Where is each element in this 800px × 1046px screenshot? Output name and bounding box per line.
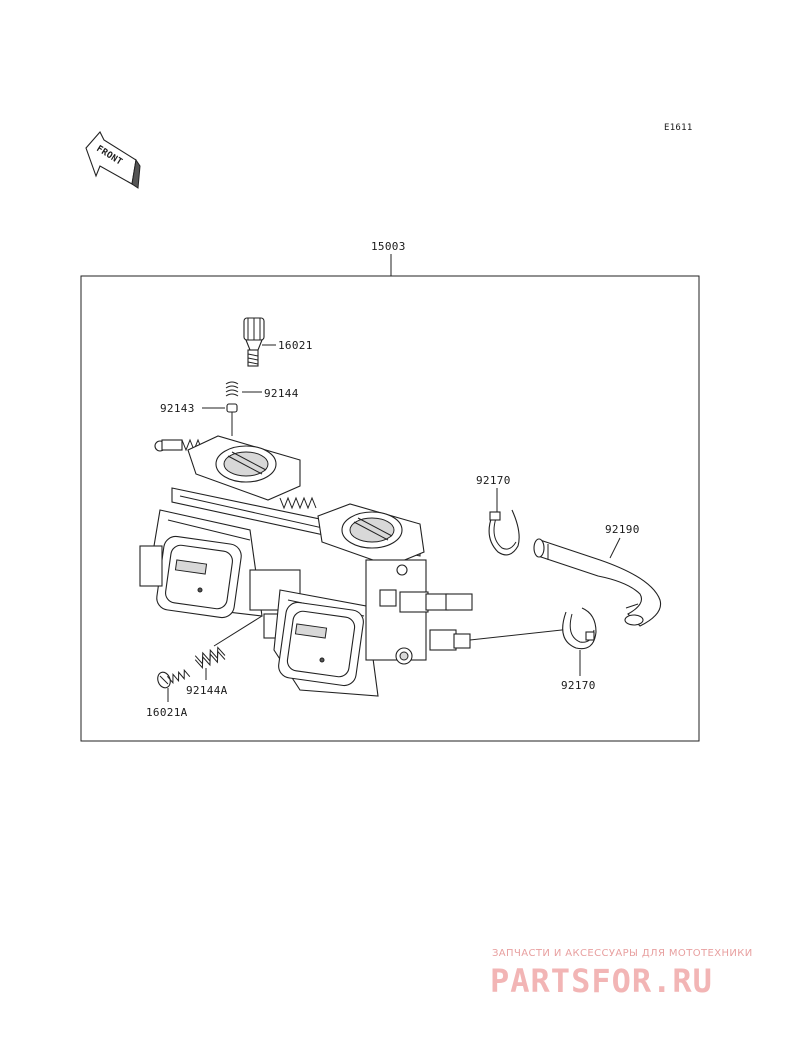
front-arrow-icon: FRONT <box>85 131 141 189</box>
clamp-92170-top <box>488 509 520 556</box>
watermark-logo: PARTSFOR.RU <box>490 962 713 1000</box>
callout-92144: 92144 <box>264 387 299 400</box>
diagram-code: E1611 <box>664 123 693 133</box>
callout-92143: 92143 <box>160 402 195 415</box>
callout-92190: 92190 <box>605 523 640 536</box>
hose-92190 <box>533 538 662 627</box>
callout-92170-bottom: 92170 <box>561 679 596 692</box>
watermark-tagline: ЗАПЧАСТИ И АКСЕССУАРЫ ДЛЯ МОТОТЕХНИКИ <box>492 948 753 959</box>
callout-16021A: 16021A <box>146 706 188 719</box>
pilot-screw-16021 <box>243 317 265 367</box>
screw-16021A <box>157 668 191 689</box>
carburetor-assembly <box>139 435 473 697</box>
assembly-part-number: 15003 <box>371 240 406 253</box>
callout-16021: 16021 <box>278 339 313 352</box>
callout-92170-top: 92170 <box>476 474 511 487</box>
assembly-frame <box>80 275 700 742</box>
callout-92144A: 92144A <box>186 684 228 697</box>
spring-92144A <box>194 646 226 669</box>
clamp-92170-bottom <box>562 607 597 650</box>
spring-92144 <box>225 381 239 397</box>
washer-92143 <box>226 403 238 413</box>
